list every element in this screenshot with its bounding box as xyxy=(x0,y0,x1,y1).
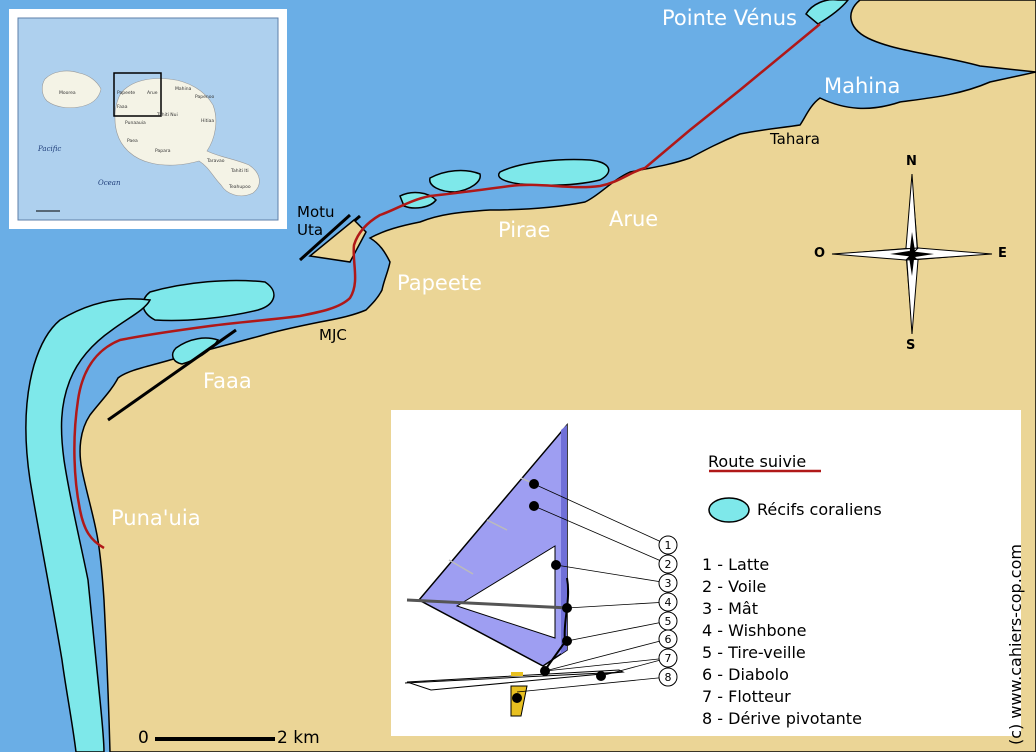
reef-legend-swatch xyxy=(708,497,750,523)
part-number-6: 6 xyxy=(665,633,672,646)
inset-town: Papeete xyxy=(117,91,136,96)
inset-moorea xyxy=(41,70,102,109)
windsurf-diagram: 1 2 3 4 5 6 7 8 xyxy=(404,422,821,717)
inset-town: Taravao xyxy=(207,159,225,164)
inset-town: Punaauia xyxy=(125,121,146,126)
compass-rose-icon xyxy=(831,173,993,335)
part-label-5: 5 - Tire-veille xyxy=(702,643,806,662)
part-number-1: 1 xyxy=(665,539,672,552)
inset-town: Paea xyxy=(127,139,138,144)
scale-bar: 0 2 km xyxy=(138,728,338,750)
legend-panel: 1 2 3 4 5 6 7 8 Route suivie Récifs cora… xyxy=(391,410,1021,736)
inset-highlight-frame xyxy=(113,72,162,117)
inset-town: Teahupoo xyxy=(229,185,251,190)
place-pirae: Pirae xyxy=(498,218,551,242)
inset-town: Moorea xyxy=(59,91,76,96)
inset-tahiti xyxy=(114,78,260,197)
inset-ocean-label-1: Pacific xyxy=(38,145,62,153)
place-tahara: Tahara xyxy=(770,130,820,148)
place-faaa: Faaa xyxy=(203,369,252,393)
part-number-circles xyxy=(658,535,678,687)
part-number-3: 3 xyxy=(665,577,672,590)
place-motu-uta: Motu Uta xyxy=(297,203,335,239)
part-label-2: 2 - Voile xyxy=(702,577,767,596)
part-label-7: 7 - Flotteur xyxy=(702,687,791,706)
pointer-lines xyxy=(516,483,669,693)
scale-start-label: 0 xyxy=(138,728,149,748)
part-label-4: 4 - Wishbone xyxy=(702,621,807,640)
part-number-7: 7 xyxy=(665,652,672,665)
inset-town: Tahiti Iti xyxy=(231,169,249,174)
motu-uta-island xyxy=(308,218,367,263)
place-arue: Arue xyxy=(609,207,659,231)
inset-town: Hitiaa xyxy=(201,119,215,124)
compass-south: S xyxy=(906,338,916,353)
place-mahina: Mahina xyxy=(824,74,901,98)
inset-town: Faaa xyxy=(117,105,128,110)
part-label-3: 3 - Mât xyxy=(702,599,759,618)
place-punauia: Puna'uia xyxy=(111,506,201,530)
wishbone xyxy=(406,598,570,610)
legend-reef-label: Récifs coraliens xyxy=(757,500,882,519)
part-number-2: 2 xyxy=(665,558,672,571)
inset-town: Arue xyxy=(147,91,158,96)
sail-window xyxy=(455,545,556,639)
part-label-1: 1 - Latte xyxy=(702,555,770,574)
place-pointe-venus: Pointe Vénus xyxy=(662,6,797,30)
inset-town: Mahina xyxy=(175,87,192,92)
inset-town: Papenoo xyxy=(195,95,215,100)
pointer-dots xyxy=(512,479,606,703)
inset-map-canvas xyxy=(17,17,279,221)
legend-route-label: Route suivie xyxy=(708,452,807,471)
compass-north: N xyxy=(906,154,917,169)
part-number-4: 4 xyxy=(665,596,672,609)
compass-west: O xyxy=(814,246,826,261)
sail-luff xyxy=(561,425,567,654)
part-label-6: 6 - Diabolo xyxy=(702,665,789,684)
route-line xyxy=(73,23,821,550)
credit-text: (c) www.cahiers-cop.com xyxy=(1006,544,1025,745)
inset-town: Tahiti Nui xyxy=(157,113,178,118)
part-number-5: 5 xyxy=(665,615,672,628)
part-number-8: 8 xyxy=(665,671,672,684)
place-papeete: Papeete xyxy=(397,271,482,295)
part-label-8: 8 - Dérive pivotante xyxy=(702,709,862,728)
inset-town: Papara xyxy=(155,149,171,154)
scale-bar-line xyxy=(155,737,275,741)
scale-end-label: 2 km xyxy=(277,728,320,748)
inset-map: Pacific Ocean Papeete Arue Faaa Mahina P… xyxy=(9,9,287,229)
inset-ocean-label-2: Ocean xyxy=(98,179,121,187)
place-mjc: MJC xyxy=(319,326,347,344)
compass-east: E xyxy=(998,246,1007,261)
